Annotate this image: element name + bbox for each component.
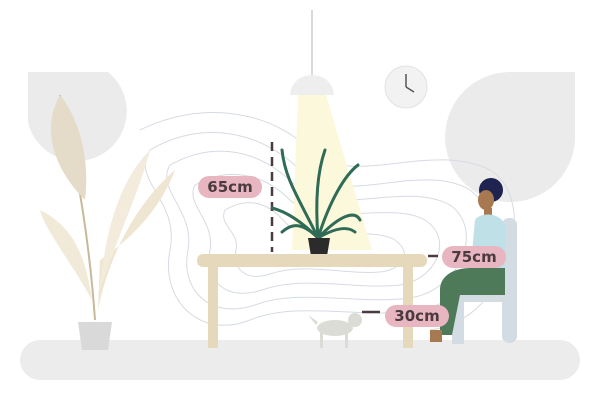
right-wall-shape — [445, 72, 575, 202]
desk — [197, 254, 427, 348]
potted-palm — [270, 148, 362, 256]
cat — [308, 313, 362, 348]
lamp-shade — [290, 75, 334, 95]
chair-height-label: 30cm — [385, 305, 449, 327]
lamp-light — [292, 95, 372, 250]
table-height-label: 75cm — [442, 246, 506, 268]
floor — [20, 340, 580, 380]
tall-plant — [40, 94, 175, 350]
wall-clock-icon — [384, 65, 428, 109]
lamp-height-label: 65cm — [198, 176, 262, 198]
